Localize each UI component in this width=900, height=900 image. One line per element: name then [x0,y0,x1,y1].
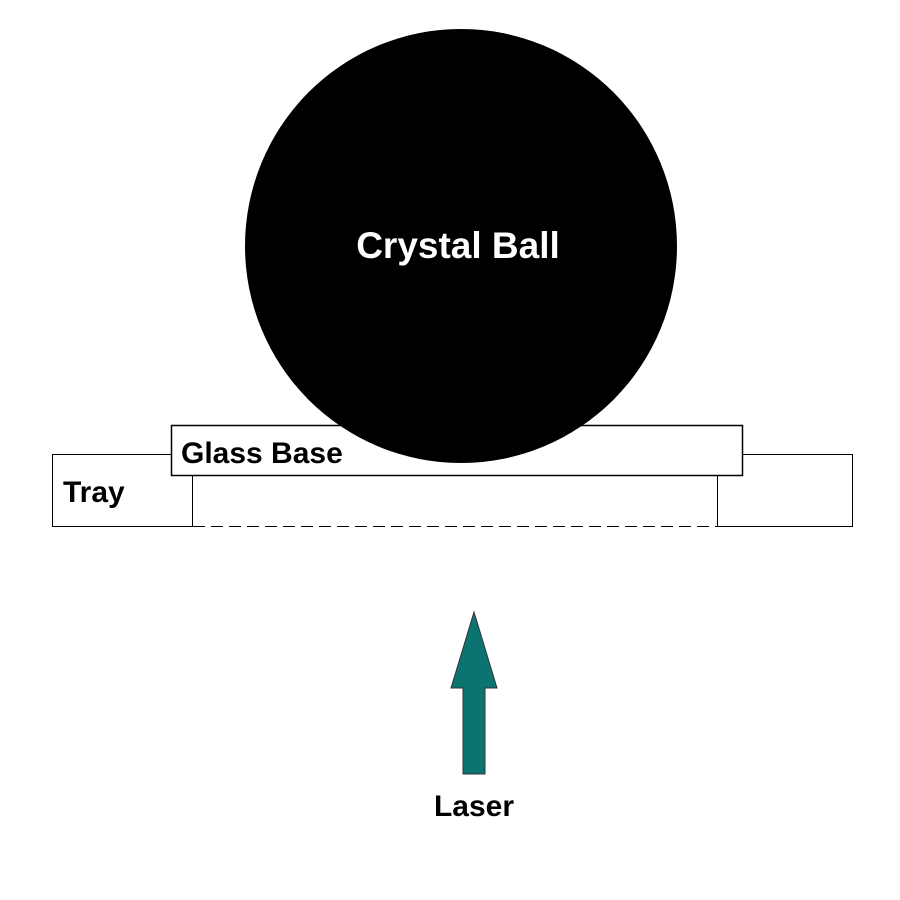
crystal-ball-label: Crystal Ball [356,225,560,266]
tray-left-block [52,454,193,527]
glass-base-label: Glass Base [181,437,343,470]
tray-label: Tray [63,476,125,509]
laser-arrow-icon [450,610,498,775]
crystal-ball-sphere [245,29,677,463]
laser-label: Laser [434,790,514,823]
